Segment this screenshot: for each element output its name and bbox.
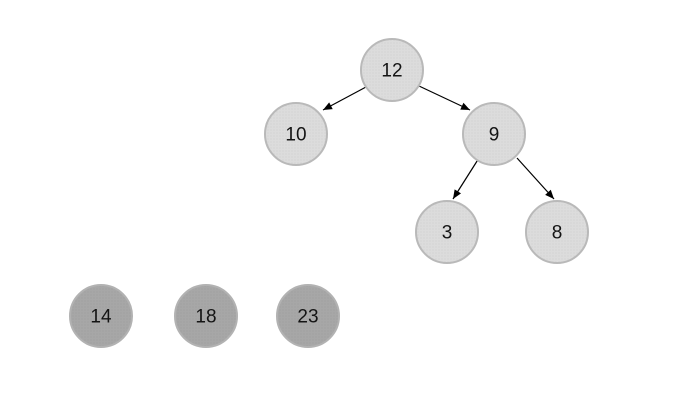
tree-node-3-circle: [415, 200, 479, 264]
tree-node-12: 12: [360, 38, 424, 102]
edge-9-to-8: [516, 157, 555, 200]
tree-node-8: 8: [525, 200, 589, 264]
tree-edges: [322, 85, 555, 200]
tree-node-3-label: 3: [442, 223, 453, 244]
tree-node-3: 3: [415, 200, 479, 264]
tree-node-9-circle: [462, 102, 526, 166]
tree-node-12-circle: [360, 38, 424, 102]
loose-node-14-circle: [69, 284, 133, 348]
tree-node-8-circle: [525, 200, 589, 264]
loose-node-18: 18: [174, 284, 238, 348]
loose-node-14: 14: [69, 284, 133, 348]
loose-node-23-circle: [276, 284, 340, 348]
loose-node-18-circle: [174, 284, 238, 348]
tree-node-8-label: 8: [552, 223, 563, 244]
tree-node-10-label: 10: [285, 125, 306, 146]
loose-node-14-label: 14: [90, 307, 112, 328]
tree-node-10: 10: [264, 102, 328, 166]
tree-node-9: 9: [462, 102, 526, 166]
loose-node-23: 23: [276, 284, 340, 348]
loose-node-23-label: 23: [297, 307, 318, 328]
edge-12-to-10: [322, 86, 367, 111]
tree-node-9-label: 9: [489, 125, 500, 146]
tree-node-12-label: 12: [381, 61, 402, 82]
edge-12-to-9: [418, 85, 471, 111]
loose-node-18-label: 18: [195, 307, 216, 328]
tree-node-10-circle: [264, 102, 328, 166]
edge-9-to-3: [452, 157, 480, 200]
